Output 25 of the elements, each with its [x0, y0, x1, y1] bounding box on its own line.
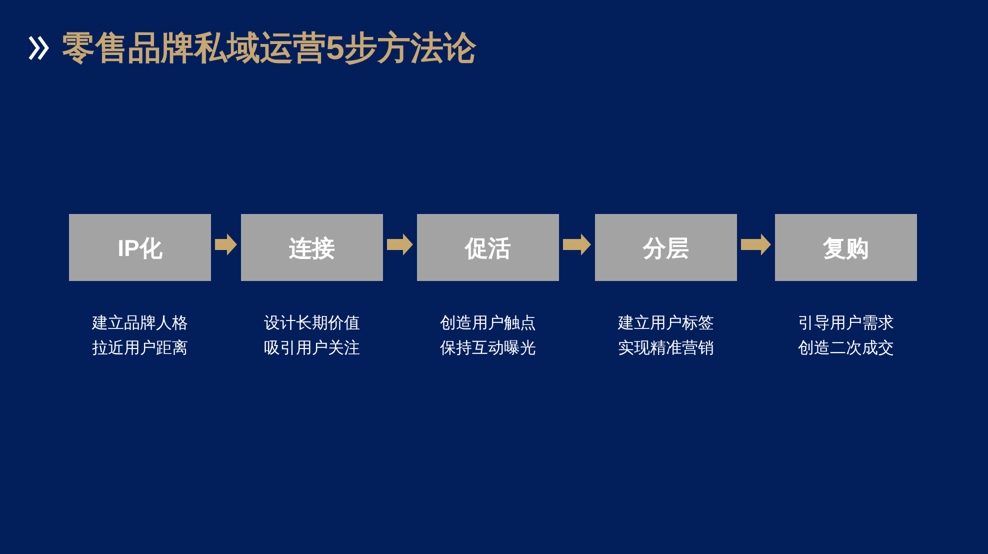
step-description: 设计长期价值 — [264, 314, 360, 334]
step-description: 引导用户需求 — [798, 314, 894, 334]
step-description: 创造二次成交 — [798, 338, 894, 359]
step-description: 拉近用户距离 — [92, 338, 188, 359]
title: 零售品牌私域运营5步方法论 — [62, 28, 476, 68]
step-title: 连接 — [289, 234, 335, 262]
step-box — [595, 214, 737, 281]
step-description: 吸引用户关注 — [264, 338, 360, 359]
block-arrow — [387, 234, 413, 256]
block-arrow — [215, 234, 237, 256]
step-description: 保持互动曝光 — [440, 338, 536, 359]
block-arrow — [563, 234, 591, 256]
step-description: 建立品牌人格 — [92, 314, 188, 334]
step-description: 建立用户标签 — [618, 314, 714, 334]
step-box — [69, 214, 211, 281]
step-title: 促活 — [465, 234, 511, 262]
step-box — [241, 214, 383, 281]
step-description: 实现精准营销 — [618, 338, 714, 359]
step-description: 创造用户触点 — [440, 314, 536, 334]
block-arrow — [741, 234, 771, 256]
step-title: IP化 — [118, 234, 162, 262]
step-title: 复购 — [823, 234, 869, 262]
step-box — [775, 214, 917, 281]
step-box — [417, 214, 559, 281]
step-title: 分层 — [643, 234, 689, 262]
